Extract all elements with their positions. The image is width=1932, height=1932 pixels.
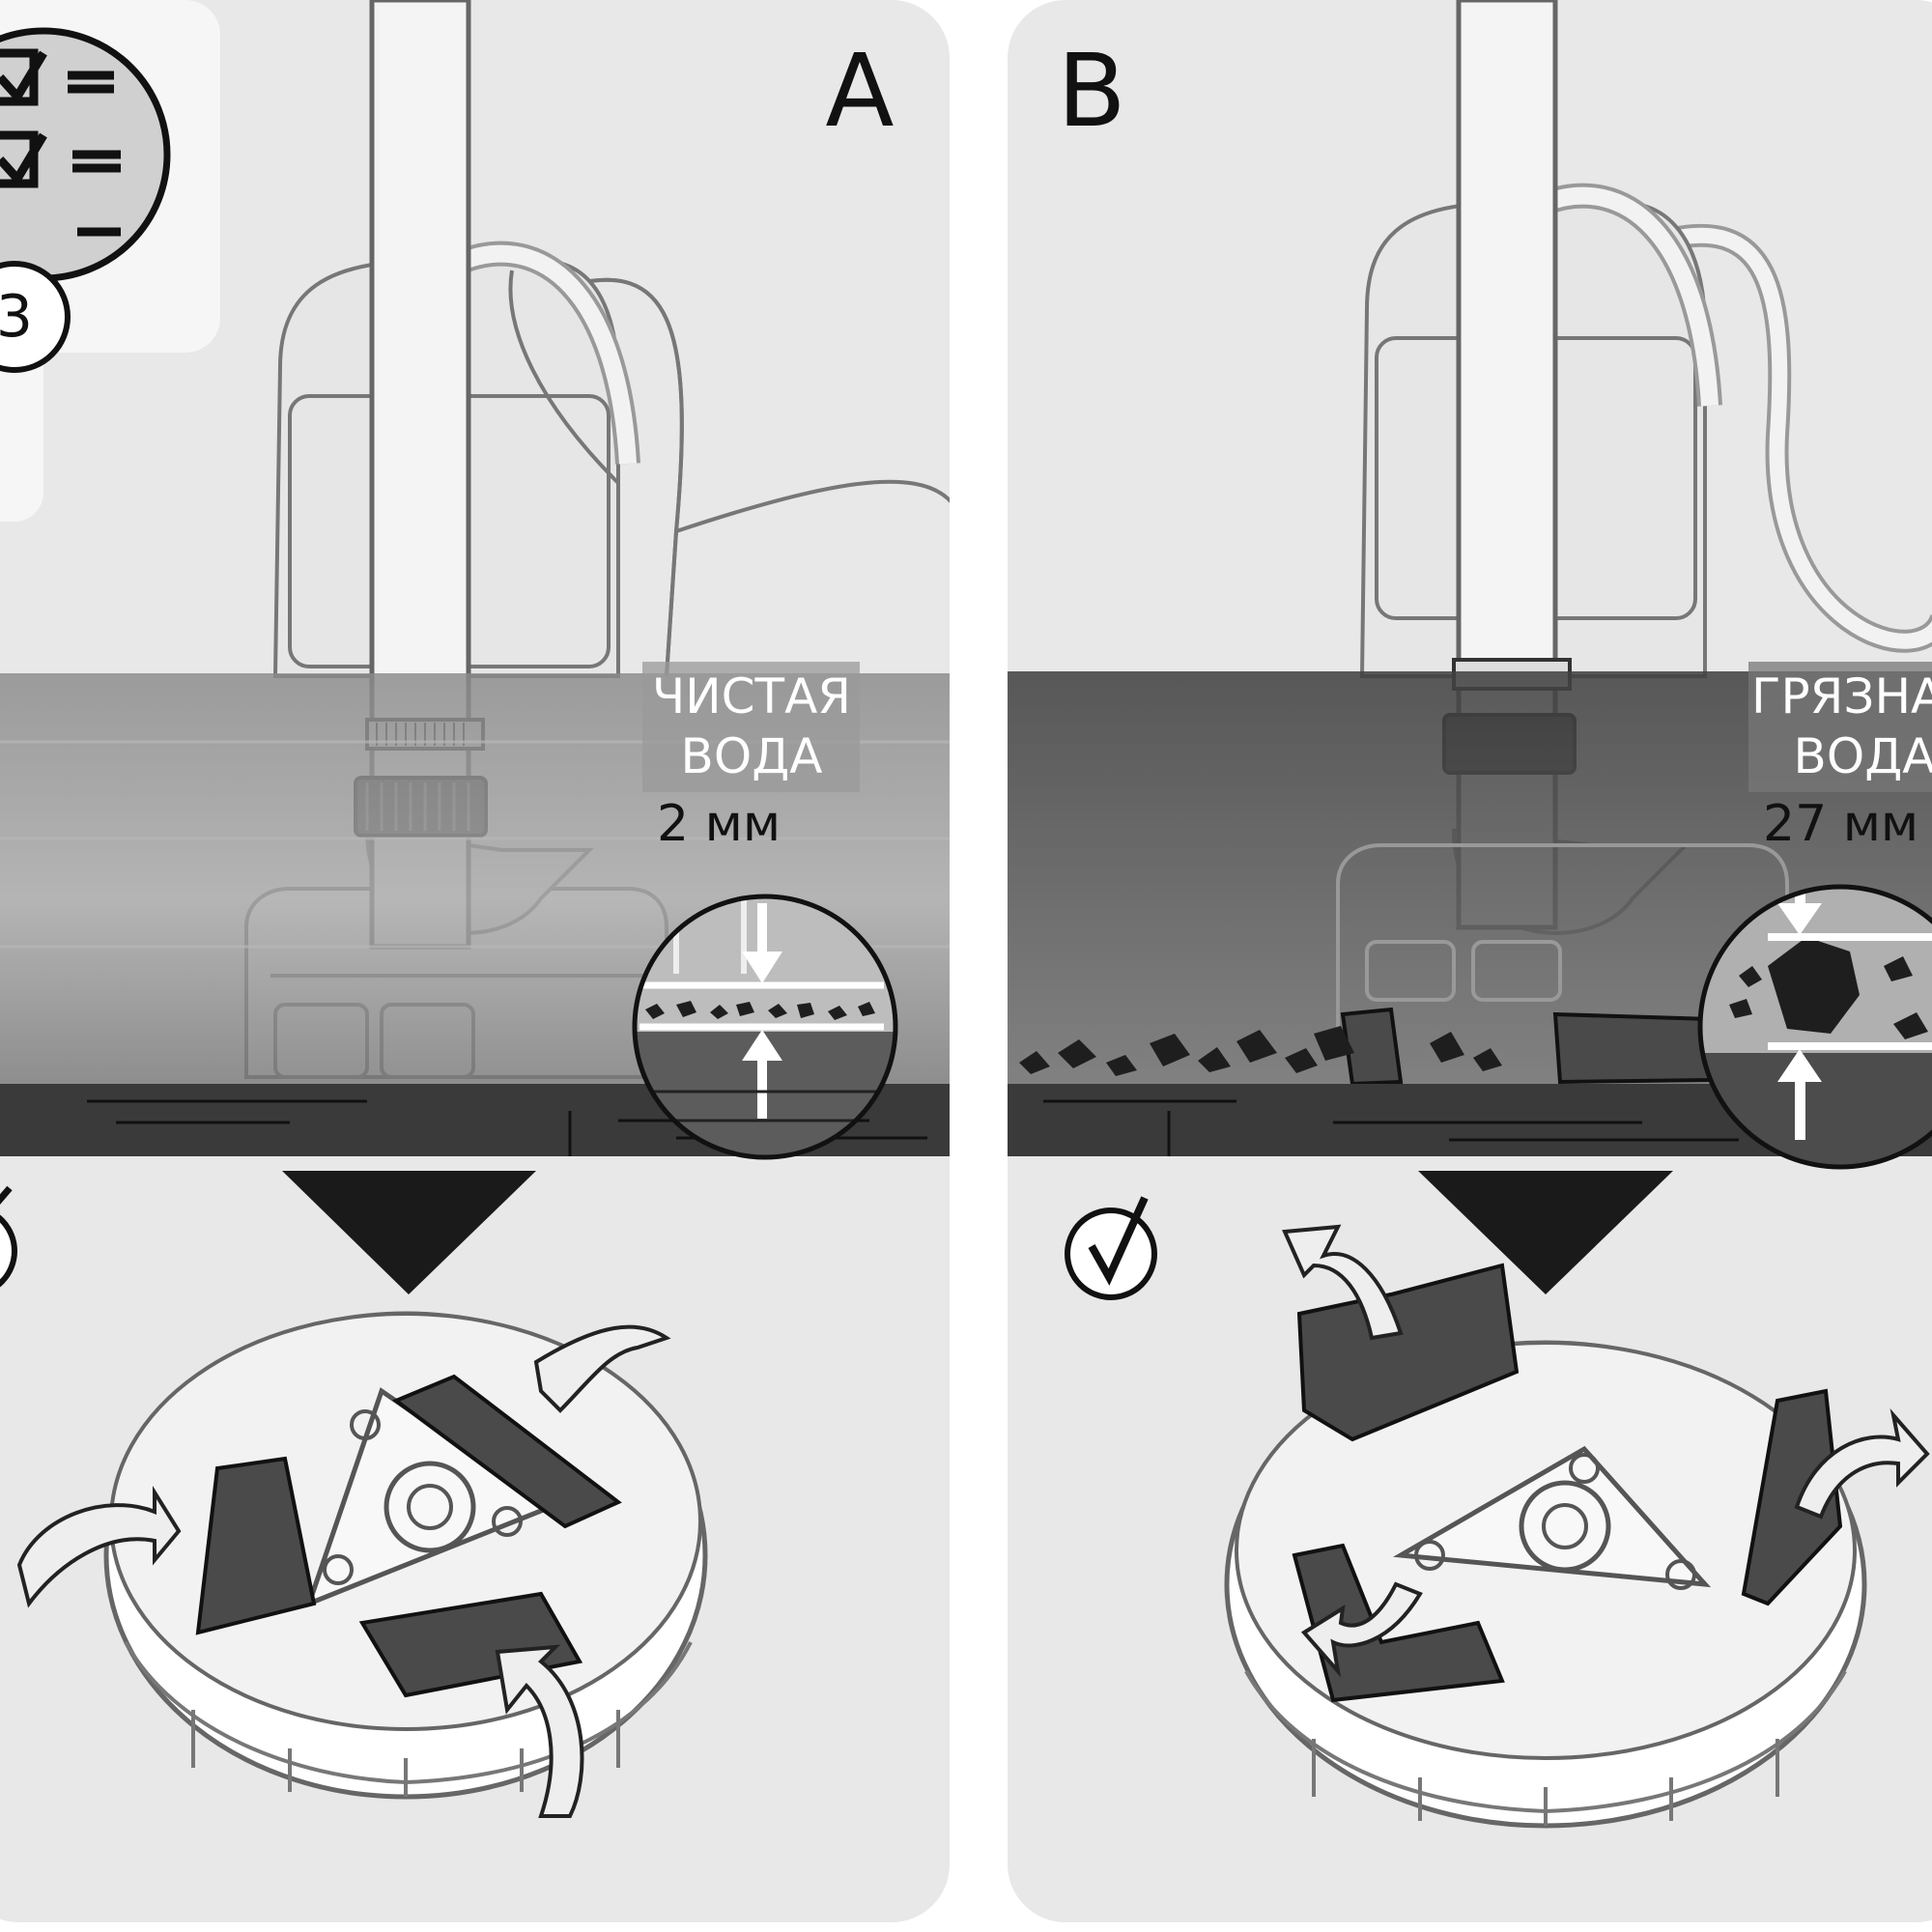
water-label-bg-b (1748, 662, 1932, 792)
step-number: 3 (0, 283, 33, 351)
magnifier-b (1697, 884, 1932, 1170)
curved-arrow-icon-a1 (533, 1324, 671, 1413)
pump-base-b (1224, 1263, 1867, 1829)
water-label-line1-b: ГРЯЗНАЯ (1751, 668, 1932, 724)
gap-label-b: 27 мм (1763, 795, 1918, 853)
panel-letter-a: A (825, 32, 894, 150)
water-label-line2-b: ВОДА (1794, 728, 1932, 784)
water-label-line2-a: ВОДА (681, 728, 823, 784)
gap-arrows-icon (742, 903, 782, 1119)
step-inset: 3 (0, 0, 220, 522)
panel-a: 3 (0, 0, 950, 1922)
curved-arrow-icon-b3 (1300, 1581, 1423, 1678)
pebbles-a (645, 1001, 875, 1020)
checklist-icon (0, 48, 121, 237)
pump-base-lower-b (1336, 843, 1789, 1087)
checkmark-icon (1065, 1196, 1157, 1300)
gap-label-a: 2 мм (657, 795, 781, 853)
water-label-line1-a: ЧИСТАЯ (652, 668, 851, 724)
down-triangle-icon-b (1418, 1171, 1673, 1294)
panel-letter-b: B (1057, 32, 1125, 150)
panel-b: ГРЯЗНАЯ ВОДА 27 мм (1008, 0, 1932, 1922)
step-number-badge (0, 261, 71, 373)
down-triangle-icon-a (282, 1171, 536, 1294)
checkmark-icon-a (0, 1185, 17, 1288)
curved-arrow-icon-a3 (495, 1644, 584, 1818)
curved-arrow-icon-b1 (1282, 1224, 1404, 1341)
gap-arrows-icon-b (1777, 887, 1822, 1140)
curved-arrow-icon-b2 (1794, 1408, 1930, 1520)
water-label-bg-a (642, 662, 860, 792)
curved-arrow-icon-a2 (16, 1486, 182, 1608)
magnifier-a (632, 894, 898, 1160)
pump-base-a (103, 1311, 708, 1800)
